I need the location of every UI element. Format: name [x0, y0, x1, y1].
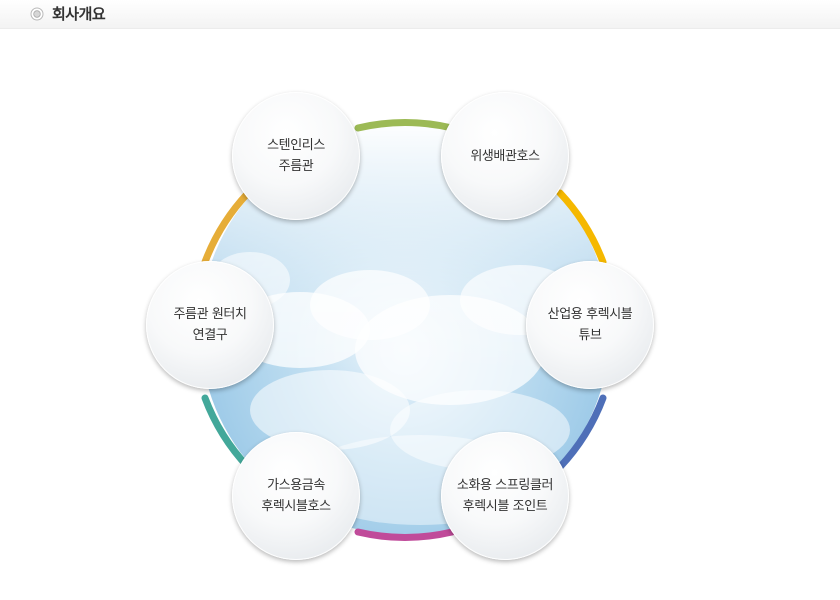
- node-label-line: 주름관 원터치: [173, 307, 247, 322]
- node-label-line: 소화용 스프링클러: [456, 478, 554, 493]
- page-header: 회사개요: [0, 0, 840, 29]
- product-node-water-connector[interactable]: 주름관 원터치 연결구: [146, 261, 274, 389]
- page-title: 회사개요: [52, 5, 106, 23]
- ring-arc-bottom: [354, 528, 456, 541]
- ring-arc-lower-right: [556, 394, 607, 471]
- product-node-sanitary-hose[interactable]: 위생배관호스: [441, 92, 569, 220]
- node-label-line: 연결구: [192, 328, 228, 343]
- ring-arc-top: [354, 119, 456, 132]
- product-node-industrial-tube[interactable]: 산업용 후렉시블 튜브: [526, 261, 654, 389]
- node-label-line: 가스용금속: [267, 478, 325, 493]
- node-label-line: 위생배관호스: [470, 148, 540, 164]
- product-node-gas-hose[interactable]: 가스용금속 후렉시블호스: [232, 432, 360, 560]
- node-label-line: 산업용 후렉시블: [547, 307, 633, 322]
- node-label-line: 스텐인리스: [267, 138, 325, 153]
- node-label-line: 주름관: [278, 159, 314, 174]
- node-label-line: 후렉시블호스: [261, 499, 331, 514]
- node-label-line: 후렉시블 조인트: [462, 499, 548, 514]
- bullet-circle-icon: [30, 7, 44, 21]
- product-node-stainless-pipe[interactable]: 스텐인리스 주름관: [232, 92, 360, 220]
- ring-arc-upper-left: [201, 189, 252, 266]
- ring-arc-upper-right: [556, 189, 607, 266]
- node-label-line: 튜브: [578, 328, 602, 343]
- product-node-sprinkler-joint[interactable]: 소화용 스프링클러 후렉시블 조인트: [441, 432, 569, 560]
